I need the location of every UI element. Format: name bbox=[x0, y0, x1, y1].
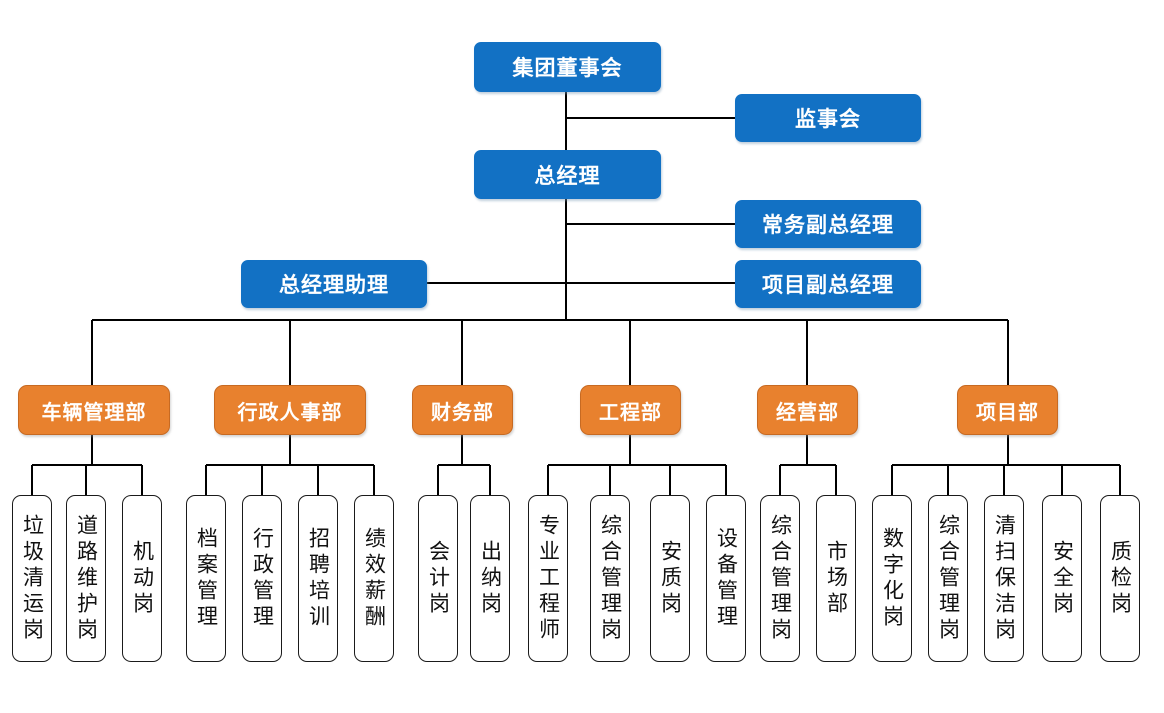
position-node-label: 市场部 bbox=[824, 539, 849, 618]
department-node-project-label: 项目部 bbox=[976, 401, 1039, 424]
exec-node-exec-deputy-gm[interactable]: 常务副总经理 bbox=[735, 200, 921, 248]
department-node-vehicle-label: 车辆管理部 bbox=[41, 401, 147, 424]
position-node[interactable]: 档案管理 bbox=[186, 495, 226, 662]
position-node-label: 设备管理 bbox=[714, 526, 739, 631]
exec-node-gm-assistant-label: 总经理助理 bbox=[279, 274, 389, 297]
department-node-engineering-label: 工程部 bbox=[599, 401, 662, 424]
exec-node-proj-deputy-gm-label: 项目副总经理 bbox=[762, 274, 894, 297]
position-node[interactable]: 垃圾清运岗 bbox=[12, 495, 52, 662]
position-node-label: 综合管理岗 bbox=[936, 513, 961, 644]
department-node-operations-label: 经营部 bbox=[776, 401, 839, 424]
position-node[interactable]: 市场部 bbox=[816, 495, 856, 662]
position-node-label: 道路维护岗 bbox=[74, 513, 99, 644]
position-node-label: 出纳岗 bbox=[478, 539, 503, 618]
position-node-label: 综合管理岗 bbox=[598, 513, 623, 644]
position-node-label: 综合管理岗 bbox=[768, 513, 793, 644]
position-node-label: 档案管理 bbox=[194, 526, 219, 631]
exec-node-exec-deputy-gm-label: 常务副总经理 bbox=[762, 214, 894, 237]
position-node[interactable]: 道路维护岗 bbox=[66, 495, 106, 662]
position-node-label: 安全岗 bbox=[1050, 539, 1075, 618]
position-node[interactable]: 设备管理 bbox=[706, 495, 746, 662]
exec-node-proj-deputy-gm[interactable]: 项目副总经理 bbox=[735, 260, 921, 308]
position-node[interactable]: 质检岗 bbox=[1100, 495, 1140, 662]
exec-node-gm[interactable]: 总经理 bbox=[474, 150, 661, 199]
department-node-admin-hr[interactable]: 行政人事部 bbox=[214, 385, 366, 435]
position-node[interactable]: 出纳岗 bbox=[470, 495, 510, 662]
position-node[interactable]: 安全岗 bbox=[1042, 495, 1082, 662]
position-node-label: 数字化岗 bbox=[880, 526, 905, 631]
position-node-label: 清扫保洁岗 bbox=[992, 513, 1017, 644]
position-node[interactable]: 清扫保洁岗 bbox=[984, 495, 1024, 662]
position-node[interactable]: 招聘培训 bbox=[298, 495, 338, 662]
position-node-label: 专业工程师 bbox=[536, 513, 561, 644]
position-node[interactable]: 综合管理岗 bbox=[590, 495, 630, 662]
position-node[interactable]: 机动岗 bbox=[122, 495, 162, 662]
position-node[interactable]: 会计岗 bbox=[418, 495, 458, 662]
department-node-finance[interactable]: 财务部 bbox=[412, 385, 513, 435]
position-node-label: 机动岗 bbox=[130, 539, 155, 618]
exec-node-gm-assistant[interactable]: 总经理助理 bbox=[241, 260, 427, 308]
position-node[interactable]: 综合管理岗 bbox=[928, 495, 968, 662]
position-node-label: 垃圾清运岗 bbox=[20, 513, 45, 644]
position-node[interactable]: 安质岗 bbox=[650, 495, 690, 662]
position-node[interactable]: 数字化岗 bbox=[872, 495, 912, 662]
department-node-admin-hr-label: 行政人事部 bbox=[237, 401, 343, 424]
position-node[interactable]: 专业工程师 bbox=[528, 495, 568, 662]
department-node-operations[interactable]: 经营部 bbox=[757, 385, 858, 435]
position-node-label: 安质岗 bbox=[658, 539, 683, 618]
position-node[interactable]: 绩效薪酬 bbox=[354, 495, 394, 662]
exec-node-board-label: 集团董事会 bbox=[512, 57, 623, 80]
position-node[interactable]: 行政管理 bbox=[242, 495, 282, 662]
exec-node-board[interactable]: 集团董事会 bbox=[474, 42, 661, 92]
position-node-label: 行政管理 bbox=[250, 526, 275, 631]
position-node-label: 绩效薪酬 bbox=[362, 526, 387, 631]
position-node-label: 质检岗 bbox=[1108, 539, 1133, 618]
position-node-label: 招聘培训 bbox=[306, 526, 331, 631]
exec-node-gm-label: 总经理 bbox=[534, 164, 601, 188]
position-node[interactable]: 综合管理岗 bbox=[760, 495, 800, 662]
exec-node-supervisors[interactable]: 监事会 bbox=[735, 94, 921, 142]
exec-node-supervisors-label: 监事会 bbox=[795, 108, 861, 131]
department-node-engineering[interactable]: 工程部 bbox=[580, 385, 681, 435]
department-node-project[interactable]: 项目部 bbox=[957, 385, 1058, 435]
position-node-label: 会计岗 bbox=[426, 539, 451, 618]
department-node-vehicle[interactable]: 车辆管理部 bbox=[18, 385, 170, 435]
department-node-finance-label: 财务部 bbox=[431, 401, 494, 424]
